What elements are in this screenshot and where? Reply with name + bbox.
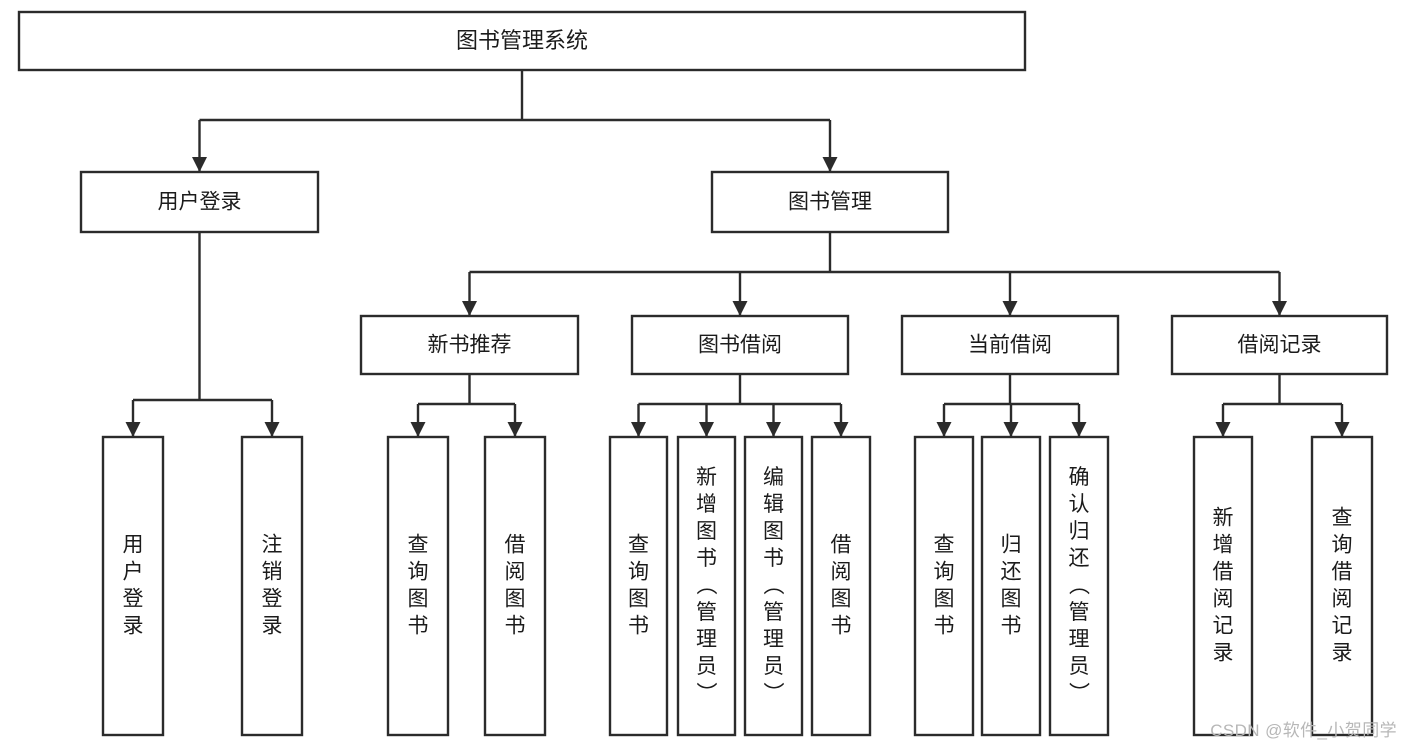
node-rect[interactable] <box>1192 435 1254 737</box>
level1-node-book-manage[interactable]: 图书管理 <box>710 170 950 234</box>
node-label: 图书管理 <box>788 191 872 214</box>
node-rect[interactable] <box>608 435 669 737</box>
leaf-node-leaf-query-book-2[interactable]: 查询图书 <box>608 435 669 737</box>
node-label: 新书推荐 <box>428 334 512 357</box>
node-rect[interactable] <box>1048 435 1110 737</box>
leaf-label: 注销登录 <box>262 533 283 637</box>
leaf-node-leaf-borrow-book-1[interactable]: 借阅图书 <box>483 435 547 737</box>
arrow-head-icon <box>125 422 141 437</box>
leaf-node-leaf-user-login[interactable]: 用户登录 <box>101 435 165 737</box>
leaf-node-leaf-add-book[interactable]: 新增图书（管理员） <box>676 435 737 737</box>
node-rect[interactable] <box>1310 435 1374 737</box>
node-rect[interactable] <box>900 314 1120 376</box>
leaf-node-leaf-return-book[interactable]: 归还图书 <box>980 435 1042 737</box>
leaf-label: 查询借阅记录 <box>1332 506 1353 664</box>
level2-node-new-book-recommend[interactable]: 新书推荐 <box>359 314 580 376</box>
node-rect[interactable] <box>386 435 450 737</box>
arrow-head-icon <box>410 422 426 437</box>
arrow-head-icon <box>1334 422 1350 437</box>
node-label: 当前借阅 <box>968 334 1052 357</box>
node-rect[interactable] <box>79 170 320 234</box>
arrow-head-icon <box>1071 422 1087 437</box>
arrow-head-icon <box>1002 301 1018 316</box>
arrow-head-icon <box>936 422 952 437</box>
arrow-head-icon <box>1003 422 1019 437</box>
leaf-label: 查询图书 <box>628 533 649 637</box>
node-rect[interactable] <box>483 435 547 737</box>
arrow-head-icon <box>631 422 646 437</box>
leaf-label: 编辑图书（管理员） <box>763 466 785 705</box>
leaf-node-leaf-query-record[interactable]: 查询借阅记录 <box>1310 435 1374 737</box>
node-rect[interactable] <box>17 10 1027 72</box>
leaf-node-leaf-borrow-book-2[interactable]: 借阅图书 <box>810 435 872 737</box>
node-rect[interactable] <box>101 435 165 737</box>
node-rect[interactable] <box>676 435 737 737</box>
leaf-label: 归还图书 <box>1001 533 1022 637</box>
leaf-label: 查询图书 <box>934 533 955 637</box>
node-rect[interactable] <box>810 435 872 737</box>
arrow-head-icon <box>264 422 280 437</box>
level2-node-current-borrow[interactable]: 当前借阅 <box>900 314 1120 376</box>
leaf-node-leaf-query-book-3[interactable]: 查询图书 <box>913 435 975 737</box>
leaf-node-leaf-add-record[interactable]: 新增借阅记录 <box>1192 435 1254 737</box>
node-rect[interactable] <box>1170 314 1389 376</box>
node-rect[interactable] <box>630 314 850 376</box>
arrow-head-icon <box>833 422 849 437</box>
node-rect[interactable] <box>359 314 580 376</box>
node-label: 借阅记录 <box>1238 334 1322 357</box>
arrow-head-icon <box>822 157 838 172</box>
level2-node-borrow-record[interactable]: 借阅记录 <box>1170 314 1389 376</box>
node-label: 图书借阅 <box>698 334 782 357</box>
node-label: 用户登录 <box>158 191 242 214</box>
leaf-node-leaf-confirm-return[interactable]: 确认归还（管理员） <box>1048 435 1110 737</box>
node-rect[interactable] <box>980 435 1042 737</box>
leaf-label: 确认归还（管理员） <box>1069 466 1091 705</box>
arrow-head-icon <box>1272 301 1287 316</box>
leaf-node-leaf-query-book-1[interactable]: 查询图书 <box>386 435 450 737</box>
node-rect[interactable] <box>743 435 804 737</box>
arrow-head-icon <box>462 301 477 316</box>
root-node-root[interactable]: 图书管理系统 <box>17 10 1027 72</box>
leaf-label: 用户登录 <box>123 533 144 637</box>
leaf-label: 新增图书（管理员） <box>696 466 718 705</box>
arrow-head-icon <box>732 301 748 316</box>
arrow-head-icon <box>766 422 781 437</box>
node-rect[interactable] <box>710 170 950 234</box>
leaf-label: 借阅图书 <box>831 533 852 637</box>
leaf-label: 查询图书 <box>408 533 429 637</box>
arrow-head-icon <box>699 422 714 437</box>
arrow-head-icon <box>507 422 523 437</box>
leaf-node-leaf-edit-book[interactable]: 编辑图书（管理员） <box>743 435 804 737</box>
arrow-head-icon <box>1215 422 1231 437</box>
connector-layer <box>125 70 1350 437</box>
level1-node-user-login[interactable]: 用户登录 <box>79 170 320 234</box>
node-rect[interactable] <box>240 435 304 737</box>
level2-node-book-borrow[interactable]: 图书借阅 <box>630 314 850 376</box>
leaf-label: 新增借阅记录 <box>1213 506 1234 664</box>
node-rect[interactable] <box>913 435 975 737</box>
node-label: 图书管理系统 <box>456 28 588 53</box>
leaf-node-leaf-user-logout[interactable]: 注销登录 <box>240 435 304 737</box>
arrow-head-icon <box>192 157 207 172</box>
leaf-label: 借阅图书 <box>505 533 526 637</box>
